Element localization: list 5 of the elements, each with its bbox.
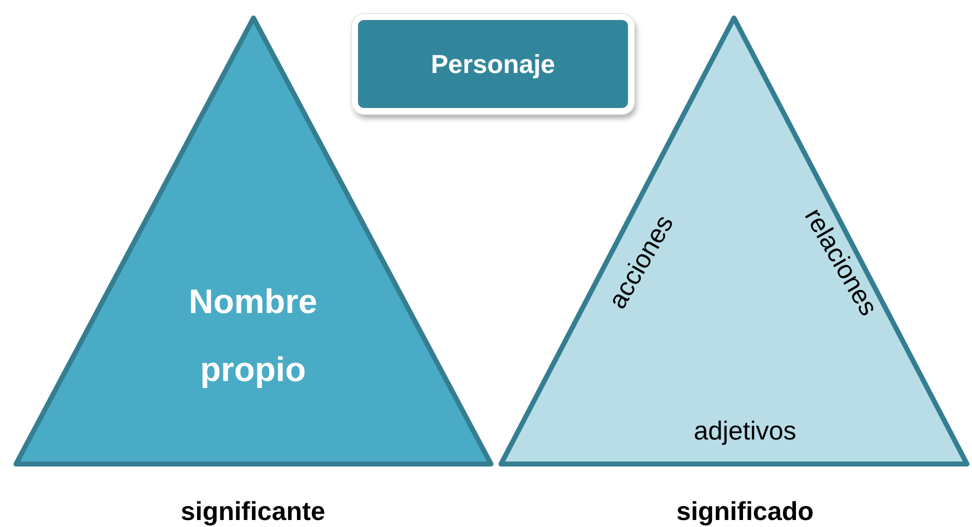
title-box: Personaje bbox=[352, 14, 634, 114]
node-label: significado bbox=[676, 496, 814, 527]
triangle-label: Nombre propio bbox=[188, 282, 318, 391]
node-label: significante bbox=[180, 496, 326, 527]
triangle-label: adjetivos bbox=[694, 415, 796, 447]
